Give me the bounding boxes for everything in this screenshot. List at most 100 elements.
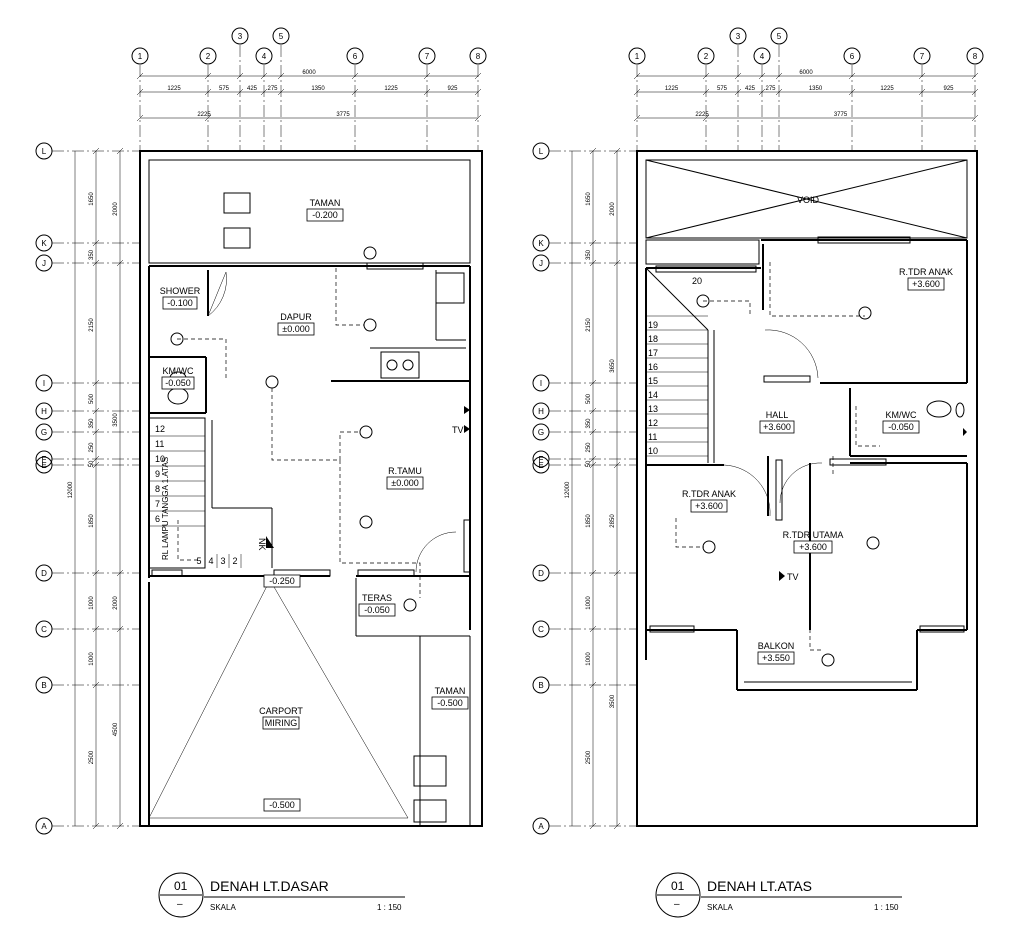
room-name: R.TDR UTAMA: [783, 530, 844, 540]
drawing-number-bubble: [158, 872, 204, 918]
room-name: DAPUR: [280, 312, 312, 322]
grid-bubble: [346, 47, 364, 65]
doors: [207, 271, 457, 573]
fixtures: [167, 192, 465, 823]
tv-label: TV: [452, 425, 464, 435]
stair-step-number: 7: [155, 499, 160, 509]
planter-icon: [223, 192, 251, 214]
dim-text: 2225: [695, 112, 709, 118]
grid-bubble: [532, 374, 550, 392]
grid-bubble: [35, 402, 53, 420]
grid-bubble: [532, 423, 550, 441]
dim-text: 1225: [384, 86, 398, 92]
svg-text:–: –: [177, 899, 183, 910]
dim-text: 1000: [89, 596, 95, 610]
grid-row-label: G: [538, 428, 544, 437]
dim-text: 1850: [586, 514, 592, 528]
windows: [151, 262, 471, 577]
dim-text: 2150: [89, 318, 95, 332]
grid-row-label: B: [41, 681, 46, 690]
grid-col-label: 7: [920, 52, 925, 61]
stair-step-number: 10: [648, 446, 658, 456]
grid-bubble: [532, 402, 550, 420]
dim-text: 3775: [336, 112, 350, 118]
grid-bubble: [532, 456, 550, 474]
dim-text: 1650: [586, 192, 592, 206]
stair-steps: [646, 315, 708, 457]
grid-col-label: 5: [279, 32, 284, 41]
grid-bubble: [913, 47, 931, 65]
dim-text: 2000: [610, 202, 616, 216]
grid-bubble: [532, 620, 550, 638]
room-name: CARPORT: [259, 706, 303, 716]
dim-text: 425: [745, 86, 756, 92]
dim-text: 250: [586, 442, 592, 453]
tv-label: TV: [787, 572, 799, 582]
room-level: +3.600: [912, 279, 940, 289]
dim-text: 2500: [586, 750, 592, 764]
stair-step-number: 5: [196, 556, 201, 566]
stair-step-number: 4: [208, 556, 213, 566]
stair-step-number: 6: [155, 514, 160, 524]
grid-row-label: L: [539, 147, 544, 156]
dim-text: 500: [89, 393, 95, 404]
grid-row-label: D: [41, 569, 47, 578]
grid-row-label: K: [41, 239, 47, 248]
level-label: -0.500: [269, 800, 295, 810]
title-block-2: 01 – DENAH LT.ATAS SKALA 1 : 150: [655, 872, 902, 918]
grid-bubble: [199, 47, 217, 65]
room-name: R.TDR ANAK: [682, 489, 736, 499]
sink-icon: [435, 272, 465, 304]
stair-step-number: 17: [648, 348, 658, 358]
dim-total: 6000: [799, 70, 813, 76]
grid-row-label: J: [42, 259, 46, 268]
grid-bubble: [35, 374, 53, 392]
grid-bubble: [532, 817, 550, 835]
stair-step-number: 8: [155, 484, 160, 494]
dim-text: 250: [89, 442, 95, 453]
svg-text:–: –: [674, 899, 680, 910]
dim-text: 1225: [880, 86, 894, 92]
drain-icon: [413, 799, 447, 823]
grid-bubble: [753, 47, 771, 65]
grid-bubble: [35, 676, 53, 694]
room-name: SHOWER: [160, 286, 201, 296]
scale-label: SKALA: [210, 903, 236, 912]
stair-step-number: 20: [692, 276, 702, 286]
grid-bubble: [532, 254, 550, 272]
toilet-icon: [167, 387, 189, 405]
dim-text: 3500: [113, 413, 119, 427]
level-label: -0.250: [269, 576, 295, 586]
nk-label: NK: [257, 538, 267, 551]
grid-col-label: 6: [850, 52, 855, 61]
dim-text: 2225: [197, 112, 211, 118]
grid-row-label: F: [539, 455, 544, 464]
outer-wall: [636, 150, 978, 827]
dim-text: 1850: [89, 514, 95, 528]
grid-col-label: 2: [704, 52, 709, 61]
grid-bubble: [35, 234, 53, 252]
dim-text: 575: [219, 86, 230, 92]
room-name: R.TDR ANAK: [899, 267, 953, 277]
room-level: -0.050: [165, 378, 191, 388]
dim-text: 275: [765, 86, 776, 92]
stair-step-number: 10: [155, 454, 165, 464]
dim-text: 3650: [610, 359, 616, 373]
grid-bubble: [272, 27, 290, 45]
dim-total: 6000: [302, 70, 316, 76]
outer-wall: [139, 150, 483, 827]
grid-bubble: [729, 27, 747, 45]
room-name: TAMAN: [435, 686, 466, 696]
room-name: R.TAMU: [388, 466, 422, 476]
dim-text: 425: [247, 86, 258, 92]
room-level: MIRING: [265, 718, 298, 728]
grid-col-label: 7: [425, 52, 430, 61]
grid-bubble: [697, 47, 715, 65]
room-level: +3.600: [695, 501, 723, 511]
doors: [723, 329, 823, 517]
dim-text: 350: [586, 418, 592, 429]
stair-step-number: 11: [648, 432, 657, 442]
grid-col-label: 8: [973, 52, 978, 61]
dim-text: 2000: [113, 596, 119, 610]
